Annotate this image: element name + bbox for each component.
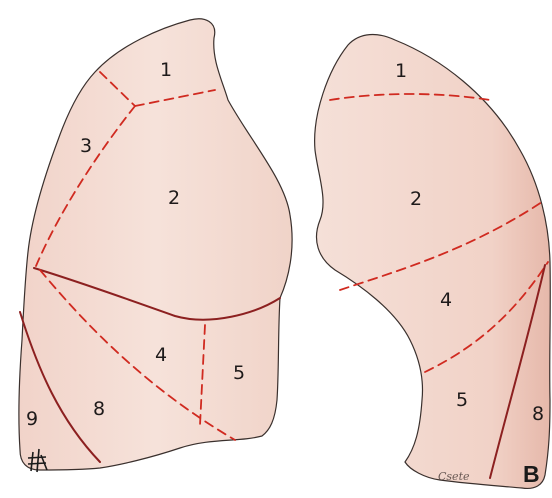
- left-segment-1-label: 1: [160, 59, 172, 81]
- left-segment-3-label: 3: [80, 135, 92, 157]
- left-segment-8-label: 8: [93, 398, 105, 420]
- left-lung: 1 2 3 4 5 8 9: [19, 19, 292, 472]
- right-lung-outline: [315, 35, 551, 489]
- right-segment-8-label: 8: [532, 403, 544, 425]
- artist-signature: Csete: [438, 470, 470, 483]
- right-lung: 1 2 4 5 8 Csete B: [315, 35, 551, 489]
- right-segment-2-label: 2: [410, 188, 422, 210]
- left-segment-5-label: 5: [233, 362, 245, 384]
- panel-label-b: B: [523, 461, 540, 487]
- left-segment-4-label: 4: [155, 344, 167, 366]
- left-segment-2-label: 2: [168, 187, 180, 209]
- right-segment-1-label: 1: [395, 60, 407, 82]
- right-segment-5-label: 5: [456, 389, 468, 411]
- right-segment-4-label: 4: [440, 289, 452, 311]
- left-segment-9-label: 9: [26, 408, 38, 430]
- left-lung-outline: [19, 19, 292, 470]
